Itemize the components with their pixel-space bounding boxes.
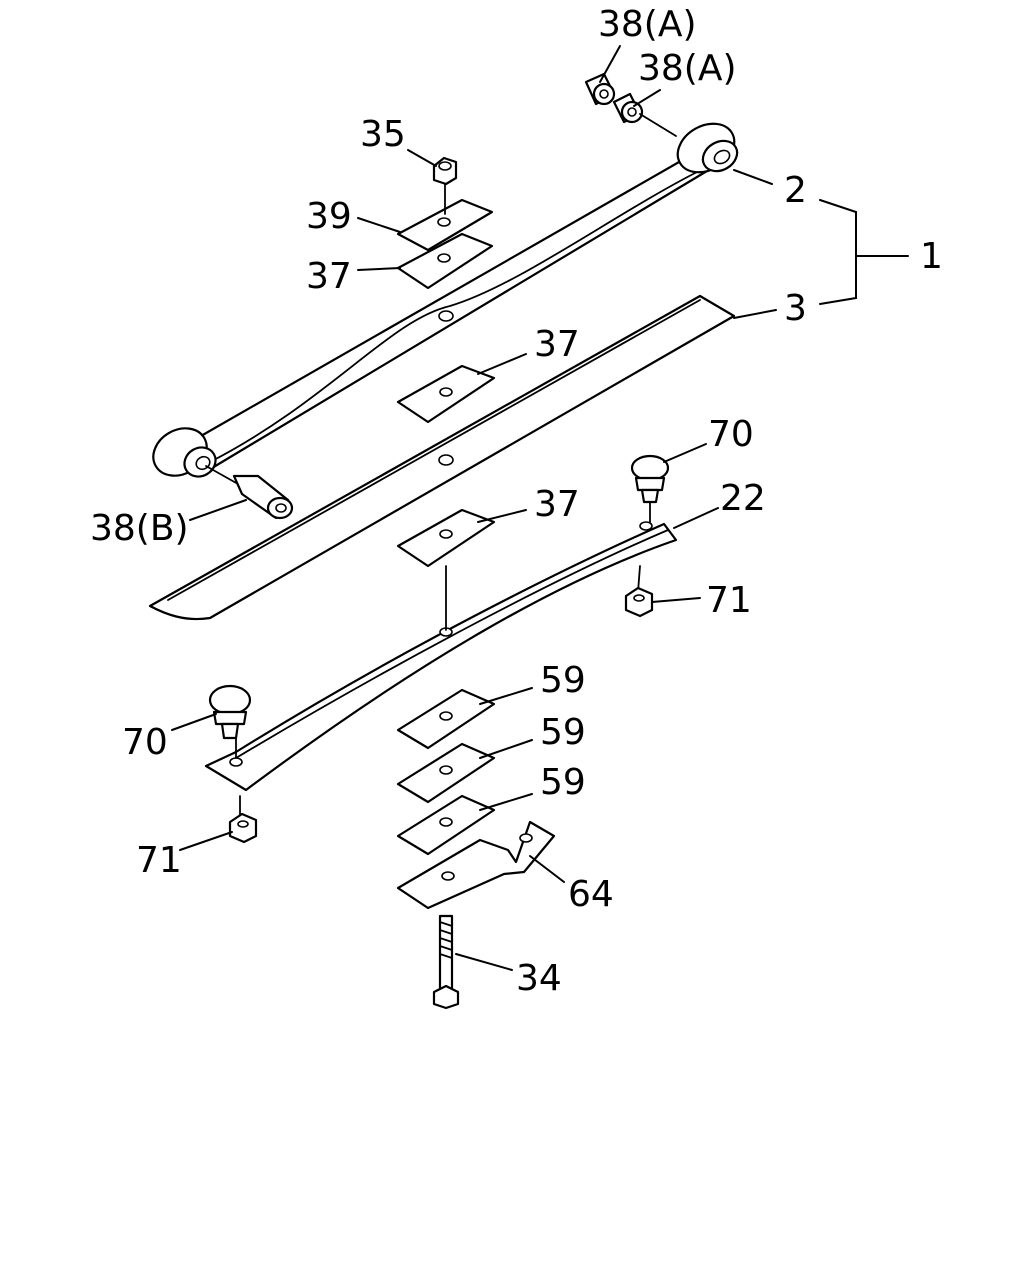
callout-35: 35 bbox=[360, 114, 406, 155]
bushing-38a-2 bbox=[612, 92, 677, 137]
stopper-70-right bbox=[630, 454, 670, 523]
callout-2: 2 bbox=[784, 170, 807, 211]
leader-lines bbox=[171, 45, 909, 971]
callout-59-2: 59 bbox=[540, 712, 586, 753]
callout-70-right: 70 bbox=[708, 414, 754, 455]
callout-1: 1 bbox=[920, 236, 943, 277]
nut-71-left bbox=[228, 795, 258, 844]
spacer-59-1 bbox=[396, 688, 496, 750]
callout-34: 34 bbox=[516, 958, 562, 999]
callout-37-mid: 37 bbox=[534, 324, 580, 365]
bracket-64 bbox=[396, 820, 556, 910]
spacer-59-3 bbox=[396, 794, 496, 856]
helper-leaf-22 bbox=[204, 521, 678, 792]
nut-35 bbox=[432, 156, 458, 215]
callout-37-low: 37 bbox=[534, 484, 580, 525]
callout-labels: 38(A) 38(A) 35 39 37 2 1 3 37 70 22 38(B… bbox=[90, 4, 943, 999]
pad-39 bbox=[396, 198, 494, 252]
bolt-34 bbox=[432, 914, 460, 1010]
callout-70-left: 70 bbox=[122, 722, 168, 763]
second-leaf-3 bbox=[148, 294, 736, 621]
main-leaf-2 bbox=[152, 122, 739, 478]
callout-38a-2: 38(A) bbox=[638, 48, 737, 89]
callout-22: 22 bbox=[720, 478, 766, 519]
bushing-38a-1 bbox=[584, 72, 616, 106]
pad-37-mid bbox=[396, 364, 496, 424]
callout-59-1: 59 bbox=[540, 660, 586, 701]
spacer-59-2 bbox=[396, 742, 496, 804]
callout-71-left: 71 bbox=[136, 840, 182, 881]
pad-37-top bbox=[396, 232, 494, 290]
callout-37-top: 37 bbox=[306, 256, 352, 297]
callout-64: 64 bbox=[568, 874, 614, 915]
stopper-70-left bbox=[208, 684, 252, 759]
callout-39: 39 bbox=[306, 196, 352, 237]
callout-59-3: 59 bbox=[540, 762, 586, 803]
pad-37-low bbox=[396, 508, 496, 568]
callout-38a-1: 38(A) bbox=[598, 4, 697, 45]
callout-3: 3 bbox=[784, 288, 807, 329]
nut-71-right bbox=[624, 565, 654, 618]
bushing-38b bbox=[205, 465, 294, 520]
callout-71-right: 71 bbox=[706, 580, 752, 621]
callout-38b: 38(B) bbox=[90, 508, 189, 549]
